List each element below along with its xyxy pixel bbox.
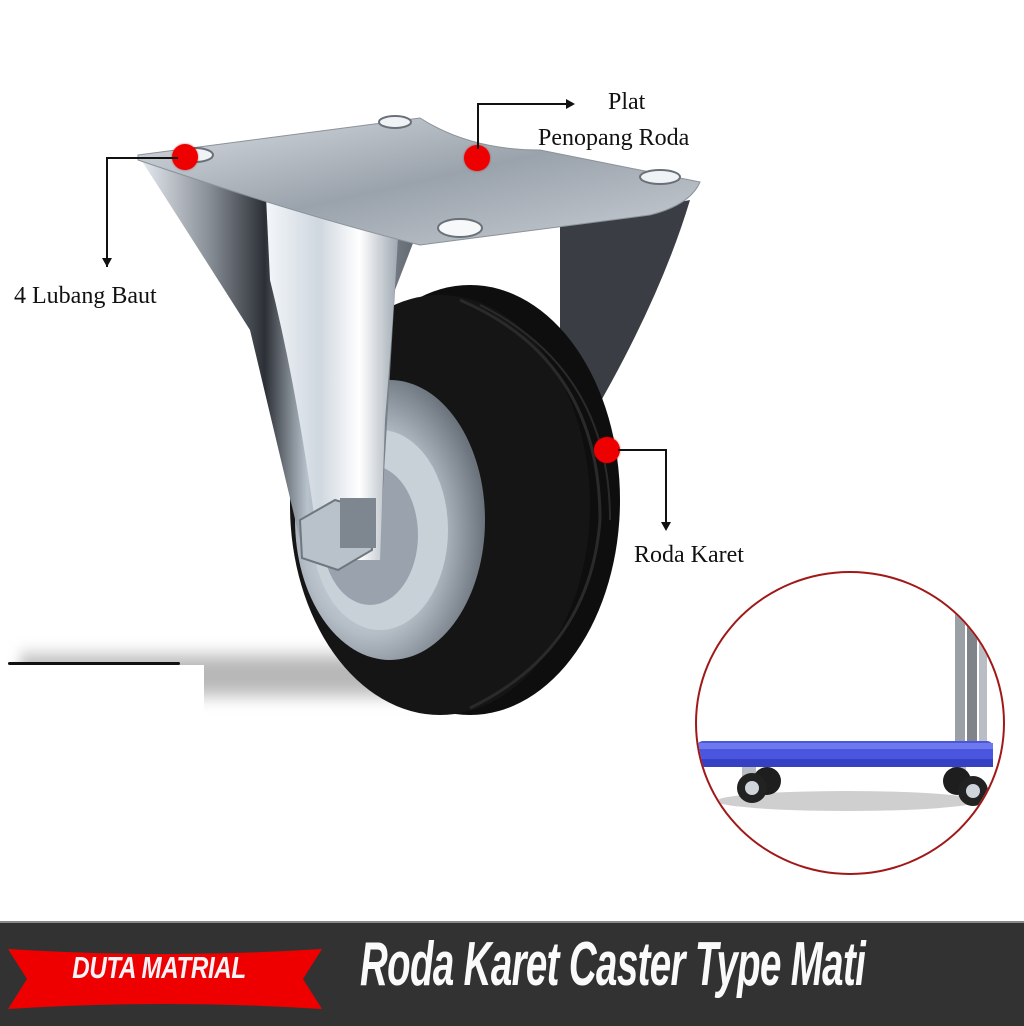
callout-leader-mount-plate xyxy=(477,103,569,105)
callout-dot-rubber-wheel xyxy=(594,437,620,463)
floor-line xyxy=(8,662,180,665)
trolley-illustration xyxy=(697,613,993,811)
brand-ribbon xyxy=(8,949,322,1009)
callout-label-rubber-wheel: Roda Karet xyxy=(634,542,744,568)
callout-dot-mount-plate xyxy=(464,145,490,171)
callout-leader-bolt-holes xyxy=(106,157,178,159)
floor-mask xyxy=(0,665,204,725)
brand-name: DUTA MATRIAL xyxy=(72,950,246,985)
arrow-right-icon xyxy=(566,99,575,109)
callout-leader-mount-plate-vertical xyxy=(477,103,479,149)
inset-trolley-photo xyxy=(695,571,1005,875)
arrow-down-icon xyxy=(661,522,671,531)
callout-label-mount-plate-line1: Plat xyxy=(608,89,646,115)
callout-label-bolt-holes: 4 Lubang Baut xyxy=(14,283,157,309)
callout-label-mount-plate-line2: Penopang Roda xyxy=(538,125,690,151)
product-banner: DUTA MATRIAL Roda Karet Caster Type Mati xyxy=(0,921,1024,1026)
arrow-down-icon xyxy=(102,258,112,267)
callout-leader-rubber-wheel-vertical xyxy=(665,449,667,527)
callout-leader-bolt-holes-vertical xyxy=(106,157,108,267)
caster-wheel-illustration xyxy=(137,115,701,715)
callout-leader-rubber-wheel xyxy=(618,449,666,451)
product-title: Roda Karet Caster Type Mati xyxy=(360,930,866,999)
